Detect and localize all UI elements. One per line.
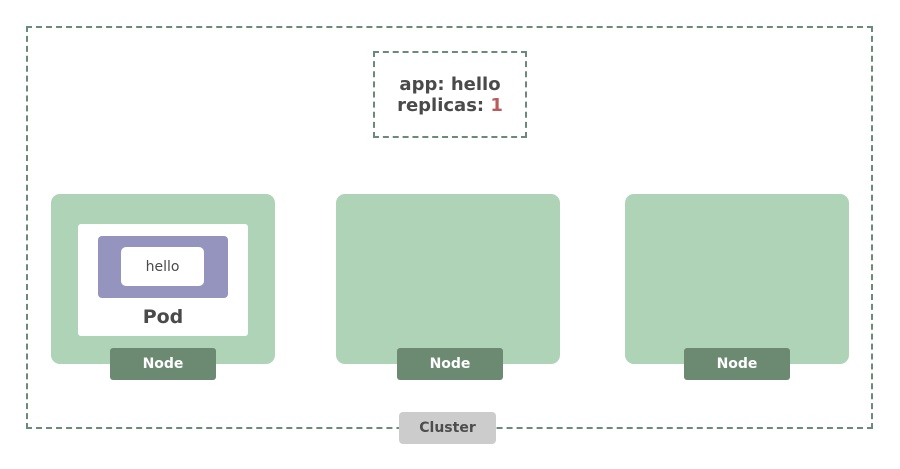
- node-3: [625, 194, 849, 364]
- spec-replicas-key: replicas:: [397, 94, 485, 116]
- node-1-label: Node: [110, 348, 216, 380]
- deployment-spec: app: hello replicas: 1: [373, 51, 527, 138]
- spec-app-value: hello: [450, 73, 501, 95]
- node-3-label: Node: [684, 348, 790, 380]
- node-2: [336, 194, 560, 364]
- spec-replicas-value: 1: [490, 94, 503, 116]
- spec-app-line: app: hello: [399, 74, 500, 95]
- cluster-label: Cluster: [399, 412, 496, 444]
- pod-label: Pod: [142, 306, 184, 328]
- pod-app-label: hello: [121, 247, 204, 286]
- node-2-label: Node: [397, 348, 503, 380]
- spec-app-key: app:: [399, 73, 445, 95]
- spec-replicas-line: replicas: 1: [397, 95, 503, 116]
